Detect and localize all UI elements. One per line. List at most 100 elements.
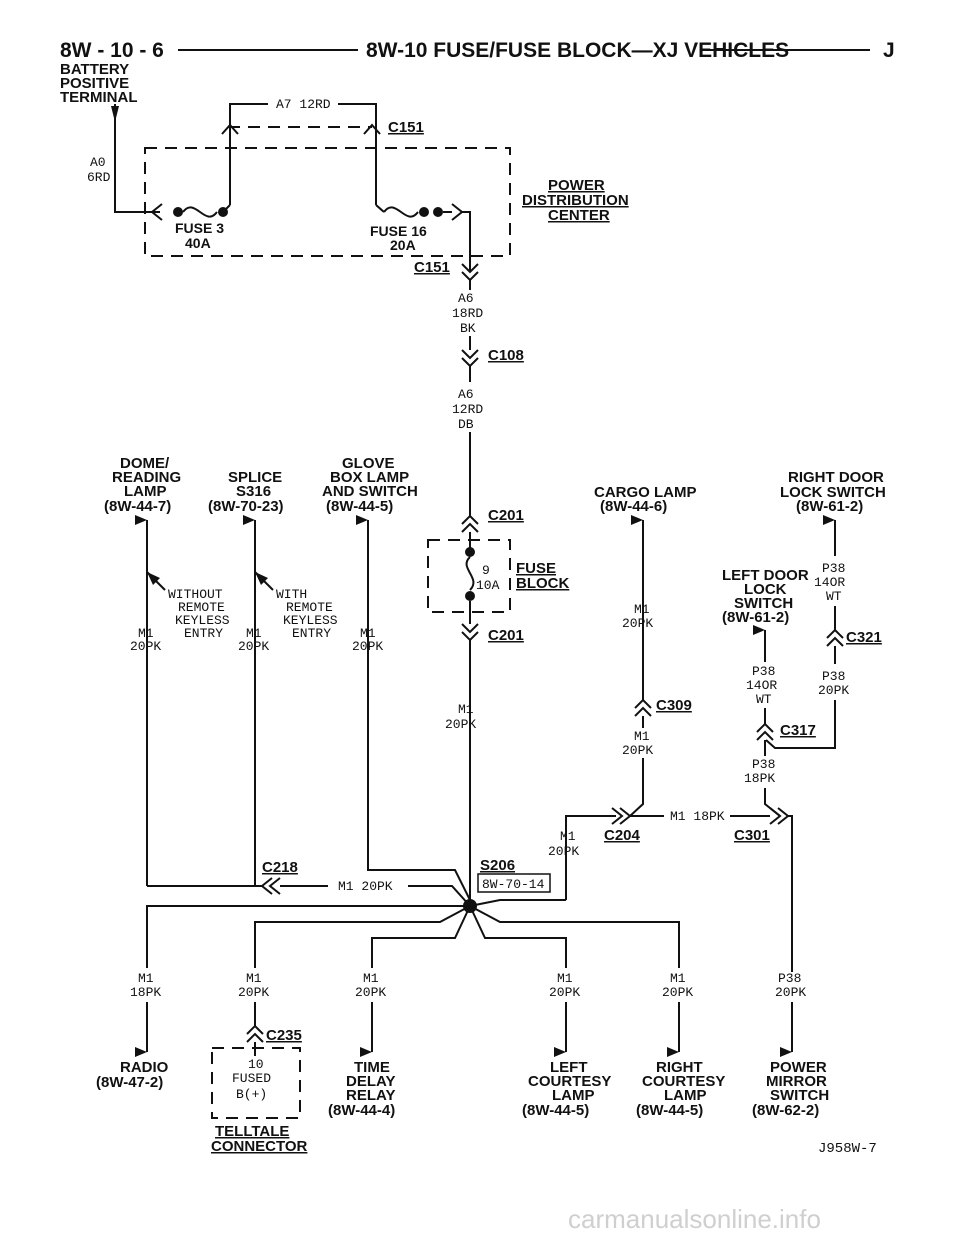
svg-text:14OR: 14OR bbox=[746, 678, 777, 693]
svg-text:CONNECTOR: CONNECTOR bbox=[211, 1138, 308, 1155]
svg-text:M1: M1 bbox=[560, 829, 576, 844]
c201-bottom-label: C201 bbox=[488, 627, 524, 644]
svg-text:LOCK SWITCH: LOCK SWITCH bbox=[780, 484, 886, 501]
svg-text:(8W-44-5): (8W-44-5) bbox=[326, 498, 393, 515]
c321-label: C321 bbox=[846, 629, 882, 646]
svg-text:GLOVE: GLOVE bbox=[342, 455, 395, 472]
svg-text:ENTRY: ENTRY bbox=[184, 626, 223, 641]
svg-text:M1: M1 bbox=[634, 602, 650, 617]
c301-label: C301 bbox=[734, 827, 770, 844]
svg-text:P38: P38 bbox=[752, 757, 775, 772]
watermark: carmanualsonline.info bbox=[568, 1204, 821, 1234]
pdc-label: POWER DISTRIBUTION CENTER bbox=[522, 177, 629, 224]
svg-text:POSITIVE: POSITIVE bbox=[60, 75, 129, 92]
svg-text:M1: M1 bbox=[670, 971, 686, 986]
svg-text:MIRROR: MIRROR bbox=[766, 1073, 827, 1090]
fuse-3: FUSE 3 40A bbox=[145, 203, 231, 251]
wire-glove bbox=[356, 515, 471, 901]
svg-text:20PK: 20PK bbox=[622, 743, 653, 758]
svg-text:20PK: 20PK bbox=[818, 683, 849, 698]
svg-text:M1: M1 bbox=[246, 971, 262, 986]
svg-text:WITHOUT: WITHOUT bbox=[168, 587, 223, 602]
svg-text:KEYLESS: KEYLESS bbox=[175, 613, 230, 628]
svg-text:M1: M1 bbox=[458, 702, 474, 717]
svg-text:RADIO: RADIO bbox=[120, 1059, 169, 1076]
cargo-lamp: CARGO LAMP (8W-44-6) bbox=[594, 484, 697, 515]
c151-bottom-symbol bbox=[461, 263, 479, 274]
svg-text:M1: M1 bbox=[557, 971, 573, 986]
c108-label: C108 bbox=[488, 347, 524, 364]
header-left: 8W - 10 - 6 bbox=[60, 39, 164, 62]
svg-text:RIGHT DOOR: RIGHT DOOR bbox=[788, 469, 884, 486]
svg-text:9: 9 bbox=[482, 563, 490, 578]
svg-text:M1: M1 bbox=[634, 729, 650, 744]
svg-text:CENTER: CENTER bbox=[548, 207, 610, 224]
c321-symbol bbox=[826, 628, 844, 639]
svg-text:RELAY: RELAY bbox=[346, 1087, 395, 1104]
header-right: J bbox=[883, 39, 895, 62]
svg-text:M1: M1 bbox=[246, 626, 262, 641]
page-header: 8W - 10 - 6 8W-10 FUSE/FUSE BLOCK—XJ VEH… bbox=[60, 39, 895, 62]
c151-bottom-label: C151 bbox=[414, 259, 450, 276]
svg-text:LOCK: LOCK bbox=[744, 581, 787, 598]
svg-text:(8W-47-2): (8W-47-2) bbox=[96, 1074, 163, 1091]
svg-text:CARGO LAMP: CARGO LAMP bbox=[594, 484, 697, 501]
svg-text:KEYLESS: KEYLESS bbox=[283, 613, 338, 628]
svg-text:S316: S316 bbox=[236, 483, 271, 500]
c317-label: C317 bbox=[780, 722, 816, 739]
wire-a7-left bbox=[229, 103, 268, 205]
svg-text:12RD: 12RD bbox=[452, 402, 483, 417]
svg-text:20A: 20A bbox=[390, 237, 416, 253]
svg-text:TIME: TIME bbox=[354, 1059, 390, 1076]
svg-text:WITH: WITH bbox=[276, 587, 307, 602]
svg-text:(8W-62-2): (8W-62-2) bbox=[752, 1102, 819, 1119]
svg-text:SWITCH: SWITCH bbox=[734, 595, 793, 612]
c201-bottom-symbol bbox=[461, 623, 479, 634]
svg-text:P38: P38 bbox=[752, 664, 775, 679]
svg-text:LAMP: LAMP bbox=[664, 1087, 707, 1104]
svg-text:ENTRY: ENTRY bbox=[292, 626, 331, 641]
wire-a7-label: A7 12RD bbox=[276, 97, 331, 112]
svg-text:TERMINAL: TERMINAL bbox=[60, 89, 138, 106]
svg-text:AND SWITCH: AND SWITCH bbox=[322, 483, 418, 500]
right-door-lock-switch: RIGHT DOOR LOCK SWITCH (8W-61-2) bbox=[780, 469, 886, 515]
svg-text:SPLICE: SPLICE bbox=[228, 469, 282, 486]
m1-20pk-horizontal: M1 20PK bbox=[338, 879, 393, 894]
svg-text:DOME/: DOME/ bbox=[120, 455, 170, 472]
svg-text:REMOTE: REMOTE bbox=[178, 600, 225, 615]
c201-top-symbol bbox=[461, 514, 479, 525]
c317-symbol bbox=[756, 722, 774, 733]
svg-text:20PK: 20PK bbox=[238, 985, 269, 1000]
svg-text:M1: M1 bbox=[138, 626, 154, 641]
svg-text:M1: M1 bbox=[360, 626, 376, 641]
svg-text:LEFT: LEFT bbox=[550, 1059, 588, 1076]
s206-label: S206 bbox=[480, 857, 515, 874]
svg-text:BLOCK: BLOCK bbox=[516, 575, 569, 592]
svg-text:18PK: 18PK bbox=[130, 985, 161, 1000]
svg-text:LAMP: LAMP bbox=[124, 483, 167, 500]
svg-text:B(+): B(+) bbox=[236, 1087, 267, 1102]
svg-text:20PK: 20PK bbox=[352, 639, 383, 654]
fuse-block-label: FUSE bbox=[516, 560, 556, 577]
dome-reading-lamp: DOME/ READING LAMP (8W-44-7) bbox=[104, 455, 181, 515]
c235-symbol bbox=[246, 1024, 264, 1035]
svg-text:LAMP: LAMP bbox=[552, 1087, 595, 1104]
svg-text:P38: P38 bbox=[822, 669, 845, 684]
svg-text:BK: BK bbox=[460, 321, 476, 336]
svg-text:10A: 10A bbox=[476, 578, 500, 593]
power-mirror-switch: POWER MIRROR SWITCH (8W-62-2) bbox=[752, 1059, 829, 1119]
svg-text:REMOTE: REMOTE bbox=[286, 600, 333, 615]
s206-ref: 8W-70-14 bbox=[482, 877, 545, 892]
radio: RADIO (8W-47-2) bbox=[96, 1059, 169, 1091]
c218-symbol bbox=[260, 877, 273, 895]
svg-text:POWER: POWER bbox=[770, 1059, 827, 1076]
figure-id: J958W-7 bbox=[818, 1141, 877, 1157]
c108-symbol bbox=[461, 349, 479, 360]
c309-label: C309 bbox=[656, 697, 692, 714]
telltale-box bbox=[211, 1047, 301, 1119]
glove-box-lamp: GLOVE BOX LAMP AND SWITCH (8W-44-5) bbox=[322, 455, 418, 515]
c309-symbol bbox=[634, 698, 652, 709]
svg-text:20PK: 20PK bbox=[622, 616, 653, 631]
svg-text:A0: A0 bbox=[90, 155, 106, 170]
c218-label: C218 bbox=[262, 859, 298, 876]
